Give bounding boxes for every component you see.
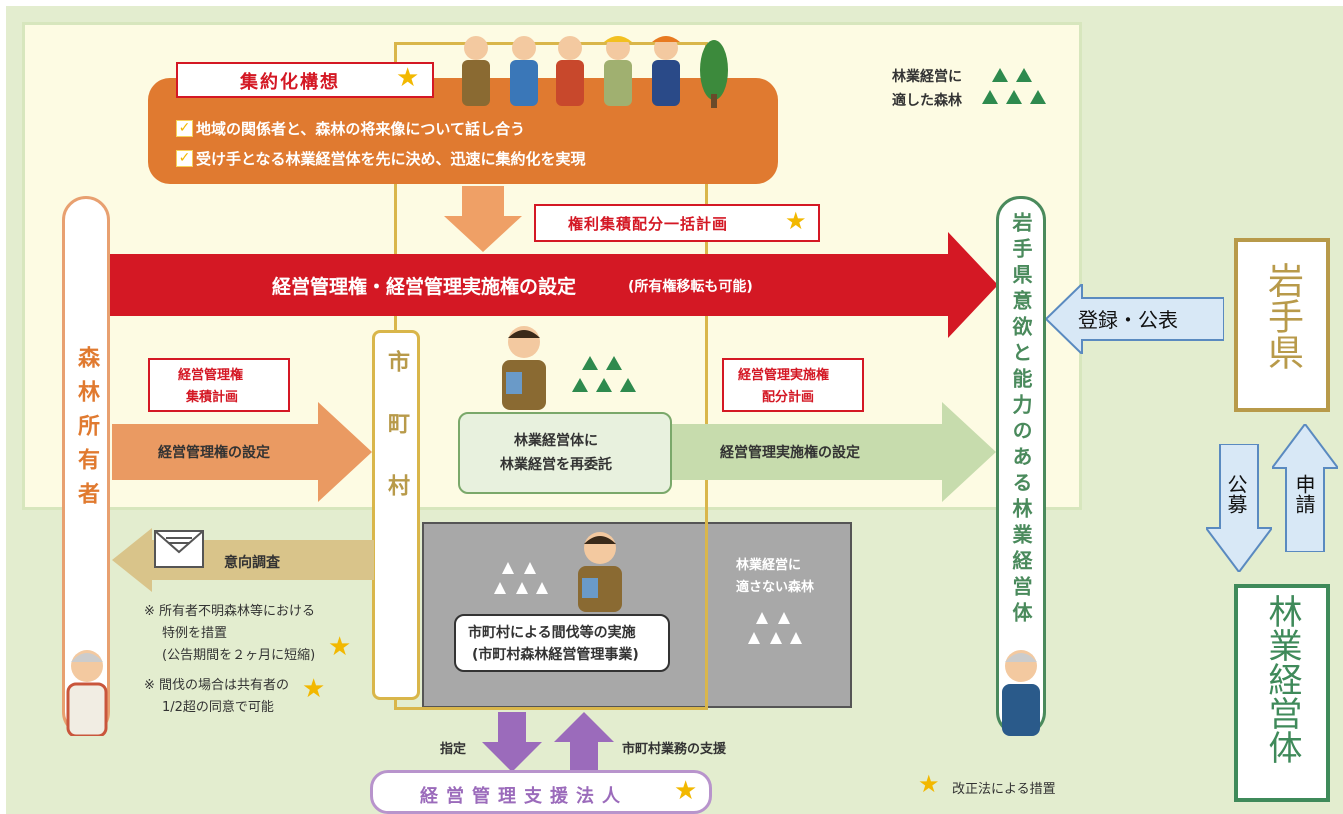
star-icon: ★ [674,776,698,806]
forestry-entity-label: 林業経営体 [1262,594,1302,764]
municipality-label: 市町村 [384,350,409,536]
main-red-arrow [108,232,998,338]
rights-plan-box [534,204,820,242]
reconsign-line1: 林業経営体に [514,433,598,449]
recruit-label: 公募 [1224,474,1248,514]
note1-line1: ※ 所有者不明森林等における [144,604,316,619]
star-icon: ★ [785,207,807,235]
person-icon [510,36,538,106]
legend-star-icon: ★ [918,770,940,798]
management-right-arrow [112,402,372,502]
prefecture-label: 岩手県 [1262,262,1303,370]
municipal-staff-icon [578,532,622,612]
trees-icon [572,356,636,392]
envelope-icon [154,530,204,568]
concept-line2: 受け手となる林業経営体を先に決め、迅速に集約化を実現 [196,150,586,168]
forest-owner-label: 森林所有者 [74,346,99,516]
support-label: 市町村業務の支援 [622,742,727,757]
implementation-right-arrow [660,402,996,502]
main-arrow-sub: (所有権移転も可能) [628,279,753,295]
support-arrow [554,712,614,772]
implementation-plan-line2: 配分計画 [762,390,815,405]
note1-line3: (公告期間を２ヶ月に短縮) [162,648,316,663]
reconsign-box [458,412,672,494]
register-arrow [1046,284,1224,354]
person-icon [556,36,584,106]
implementation-plan-box [722,358,864,412]
worker-icon [1002,650,1040,736]
star-icon: ★ [396,63,420,93]
person-icon [652,36,680,106]
note1-line2: 特例を措置 [162,626,228,641]
unsuitable-forest-line2: 適さない森林 [736,580,815,595]
management-right-label: 経営管理権の設定 [158,445,270,461]
main-arrow-label: 経営管理権・経営管理実施権の設定 [272,276,577,298]
forest-owner-pillar [62,196,110,736]
apply-label: 申請 [1292,474,1316,514]
forestry-manager-icon [502,326,546,410]
designate-arrow [482,712,542,772]
check-icon: ✓ [176,150,193,167]
forestry-entity-box [1234,584,1330,802]
management-plan-box [148,358,290,412]
prefecture-box [1234,238,1330,412]
designate-label: 指定 [440,742,467,757]
note2-line2: 1/2超の同意で可能 [162,700,274,715]
trees-white-icon [748,612,802,644]
person-icon [604,36,632,106]
trees-white-icon [494,562,548,594]
person-icon [462,36,490,106]
stakeholders-illustration [462,36,728,108]
support-corp-box [370,770,712,814]
management-plan-line1: 経営管理権 [178,368,244,383]
suitable-forest-line2: 適した森林 [892,93,962,109]
support-corp-label: 経営管理支援法人 [420,786,628,807]
register-label: 登録・公表 [1078,308,1178,332]
apply-arrow [1272,424,1338,552]
note2-line1: ※ 間伐の場合は共有者の [144,678,290,693]
municipality-pillar [372,330,420,700]
municipal-thinning-line1: 市町村による間伐等の実施 [468,625,636,641]
check-icon: ✓ [176,120,193,137]
star-icon: ★ [328,632,352,662]
tree-icon [700,40,728,108]
survey-label: 意向調査 [224,555,280,571]
management-plan-line2: 集積計画 [186,390,239,405]
trees-icon [982,68,1046,104]
municipal-thinning-box [454,614,670,672]
concept-line1: 地域の関係者と、森林の将来像について話し合う [196,120,525,138]
reconsign-line2: 林業経営を再委託 [500,457,612,473]
recruit-arrow [1206,444,1272,572]
implementation-plan-line1: 経営管理実施権 [738,368,830,383]
municipal-thinning-line2: (市町村森林経営管理事業) [472,647,639,663]
rights-plan-label: 権利集積配分一括計画 [568,215,729,233]
star-icon: ★ [302,674,326,704]
concept-title: 集約化構想 [240,72,340,93]
suitable-forest-line1: 林業経営に [892,69,962,85]
concept-title-box [176,62,434,98]
motivated-entity-label: 岩手県意欲と能力のある林業経営体 [1009,212,1033,628]
legend-label: 改正法による措置 [952,782,1056,797]
implementation-right-label: 経営管理実施権の設定 [720,445,860,461]
concept-down-arrow [444,186,522,252]
unsuitable-forest-line1: 林業経営に [736,558,802,573]
elderly-owner-icon [66,650,108,736]
